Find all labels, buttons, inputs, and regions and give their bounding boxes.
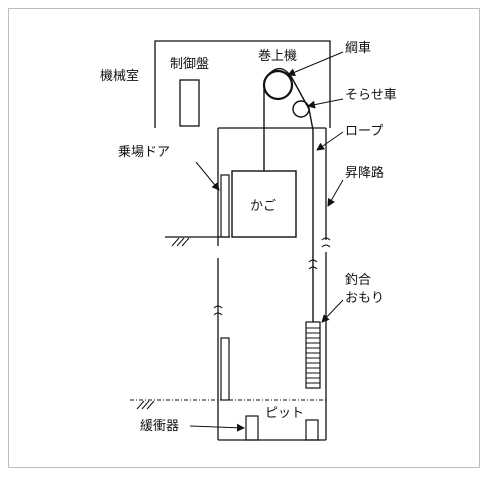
control-panel-label: 制御盤	[170, 57, 209, 72]
hoistway-pointer	[327, 179, 344, 207]
hoist-label: 巻上機	[258, 49, 297, 64]
figure-frame	[8, 8, 480, 468]
rope-pointer	[316, 131, 344, 151]
hoistway-label: 昇降路	[345, 165, 384, 181]
pit-hatch	[136, 400, 155, 410]
counterweight-plates	[306, 327, 320, 384]
counterweight-label-line1: 釣合	[345, 272, 371, 288]
control-panel	[179, 79, 200, 127]
left-wall-break-mark	[213, 305, 223, 316]
landing-hatch	[171, 237, 190, 247]
sheave-pointer	[287, 51, 344, 76]
landing-door-pointer	[195, 161, 220, 191]
landing-door-label: 乗場ドア	[118, 145, 170, 160]
buffer-car	[245, 415, 259, 441]
landing-door-upper	[220, 174, 230, 238]
deflector-sheave-label: そらせ車	[345, 88, 397, 103]
buffer-label: 緩衝器	[140, 419, 179, 434]
deflector-sheave-pointer	[307, 98, 344, 109]
sheave	[262, 69, 294, 101]
car	[231, 170, 297, 238]
car-label: かご	[250, 198, 276, 214]
buffer-pointer	[189, 423, 245, 432]
right-wall-break-mark	[321, 237, 331, 248]
rope-label: ロープ	[345, 124, 383, 139]
landing-door-lower	[220, 337, 230, 401]
rope-over-sheave	[269, 67, 314, 131]
counterweight-pointer	[321, 299, 344, 323]
machine-room-label: 機械室	[100, 68, 139, 84]
pit-label: ピット	[265, 406, 304, 421]
rope-break-mark	[308, 259, 318, 270]
counterweight-label-line2: おもり	[345, 291, 384, 306]
buffer-counterweight	[305, 419, 319, 441]
counterweight	[305, 321, 321, 389]
sheave-label: 綱車	[345, 41, 371, 56]
machine-room-outline	[154, 40, 331, 128]
